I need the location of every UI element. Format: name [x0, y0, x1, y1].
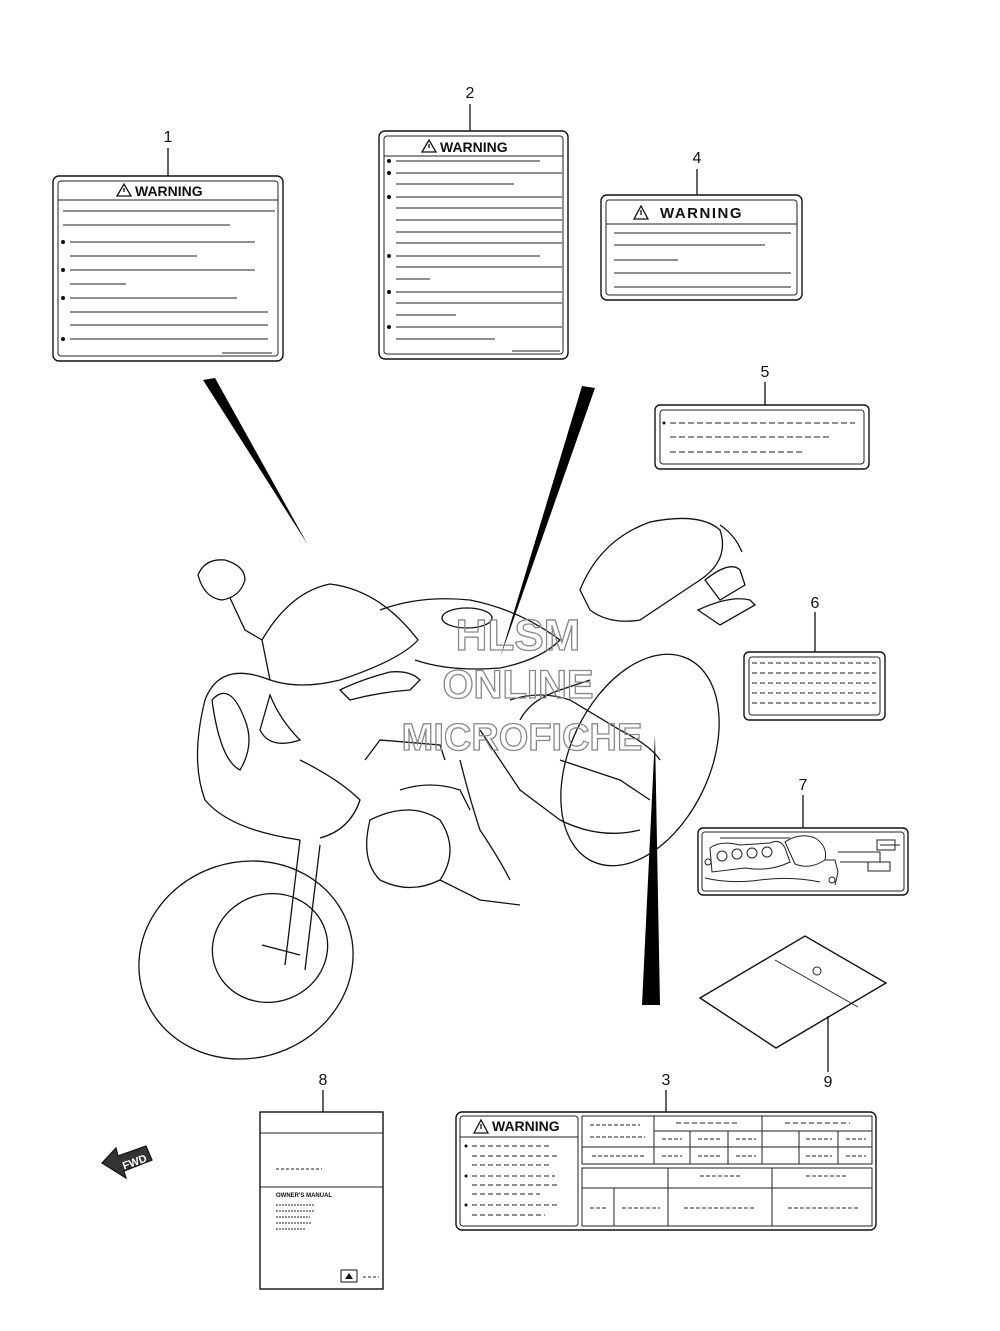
callout-4: 4 — [693, 150, 702, 167]
callout-6: 6 — [811, 595, 820, 612]
fwd-arrow-icon: FWD — [101, 1145, 153, 1180]
warning-triangle-icon — [115, 182, 133, 197]
label-2[interactable]: WARNING 2 — [378, 85, 569, 360]
warning-text-1: WARNING — [135, 183, 203, 199]
callout-8: 8 — [319, 1072, 328, 1089]
item-8-manual[interactable]: OWNER'S MANUAL 8 — [259, 1072, 384, 1290]
warning-text-2: WARNING — [440, 139, 508, 155]
warning-triangle-icon — [632, 204, 650, 220]
motorcycle-outline — [138, 517, 757, 1060]
warning-triangle-icon — [420, 138, 438, 153]
label-7[interactable]: 7 — [697, 777, 909, 896]
callout-9: 9 — [824, 1074, 833, 1091]
watermark-line-3: MICROFICHE — [402, 717, 643, 759]
label-5[interactable]: 5 — [654, 364, 870, 470]
brand-logo-icon — [340, 1269, 358, 1283]
hose-routing-schematic — [704, 835, 900, 886]
warning-text-4: WARNING — [660, 205, 743, 222]
warning-triangle-icon — [472, 1118, 490, 1134]
callout-1: 1 — [164, 129, 173, 146]
item-9-sheet[interactable]: 9 — [698, 935, 888, 1091]
watermark-line-1: HLSM — [456, 611, 581, 660]
label-3[interactable]: WARNING — [455, 1072, 877, 1231]
label-1[interactable]: WARNING 1 — [52, 129, 284, 362]
label-6[interactable]: 6 — [743, 595, 886, 721]
manual-title: OWNER'S MANUAL — [276, 1193, 332, 1199]
warning-text-3: WARNING — [492, 1118, 560, 1134]
pointer-wedge-label-2 — [500, 386, 595, 658]
callout-5: 5 — [761, 364, 770, 381]
watermark-line-2: ONLINE — [442, 663, 593, 707]
pointer-wedge-label-1 — [203, 378, 308, 545]
callout-3: 3 — [662, 1072, 671, 1089]
callout-2: 2 — [466, 85, 475, 102]
callout-7: 7 — [799, 777, 808, 794]
pointer-wedge-label-3 — [642, 735, 660, 1005]
watermark: HLSM ONLINE MICROFICHE — [401, 610, 643, 759]
label-4[interactable]: WARNING 4 — [600, 150, 803, 301]
